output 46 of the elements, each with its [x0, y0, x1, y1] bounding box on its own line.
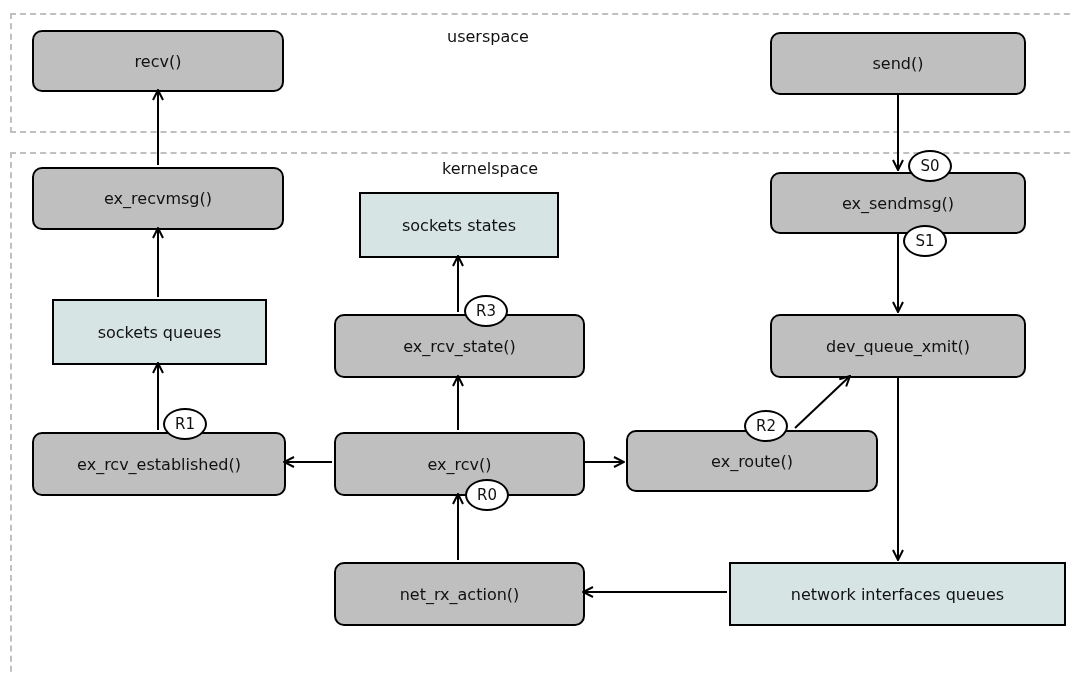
function-box [770, 172, 1026, 234]
arrow [283, 456, 333, 468]
node-label: sockets queues [97, 322, 222, 342]
arrow [582, 586, 728, 598]
node-label: sockets states [402, 215, 516, 235]
edge-label: R3 [464, 295, 508, 327]
node-label: ex_recvmsg() [104, 189, 212, 208]
queue-box [359, 192, 559, 258]
queue-box [52, 299, 267, 365]
arrow [892, 92, 904, 171]
edge-label: R2 [744, 410, 788, 442]
function-box [334, 562, 585, 626]
arrow [452, 255, 464, 313]
function-box [32, 432, 286, 496]
node-label: recv() [134, 51, 182, 71]
node-label: ex_rcv() [427, 454, 492, 474]
arrow [152, 362, 164, 431]
function-box [770, 32, 1026, 95]
node-label: network interfaces queues [790, 584, 1005, 604]
arrow [152, 89, 164, 166]
region-title: userspace [447, 27, 529, 46]
edge-label: S1 [903, 225, 947, 257]
dashed-region [10, 13, 1072, 133]
arrow [152, 227, 164, 298]
node-label: ex_rcv_established() [77, 454, 241, 474]
region-title: kernelspace [442, 159, 539, 178]
arrow [582, 456, 625, 468]
arrow [452, 493, 464, 561]
node-label: net_rx_action() [399, 584, 520, 604]
arrow [892, 231, 904, 313]
arrow [452, 375, 464, 431]
function-box [334, 314, 585, 378]
node-label: ex_route() [711, 451, 793, 471]
function-box [32, 167, 284, 230]
node-label: ex_rcv_state() [403, 336, 516, 356]
arrow [794, 375, 851, 429]
arrow [892, 375, 904, 561]
edge-label: R1 [163, 408, 207, 440]
function-box [770, 314, 1026, 378]
node-label: ex_sendmsg() [841, 193, 955, 213]
node-label: send() [872, 54, 924, 73]
function-box [626, 430, 878, 492]
queue-box [729, 562, 1066, 626]
function-box [32, 30, 284, 92]
node-label: dev_queue_xmit() [826, 336, 970, 356]
edge-label: S0 [908, 150, 952, 182]
